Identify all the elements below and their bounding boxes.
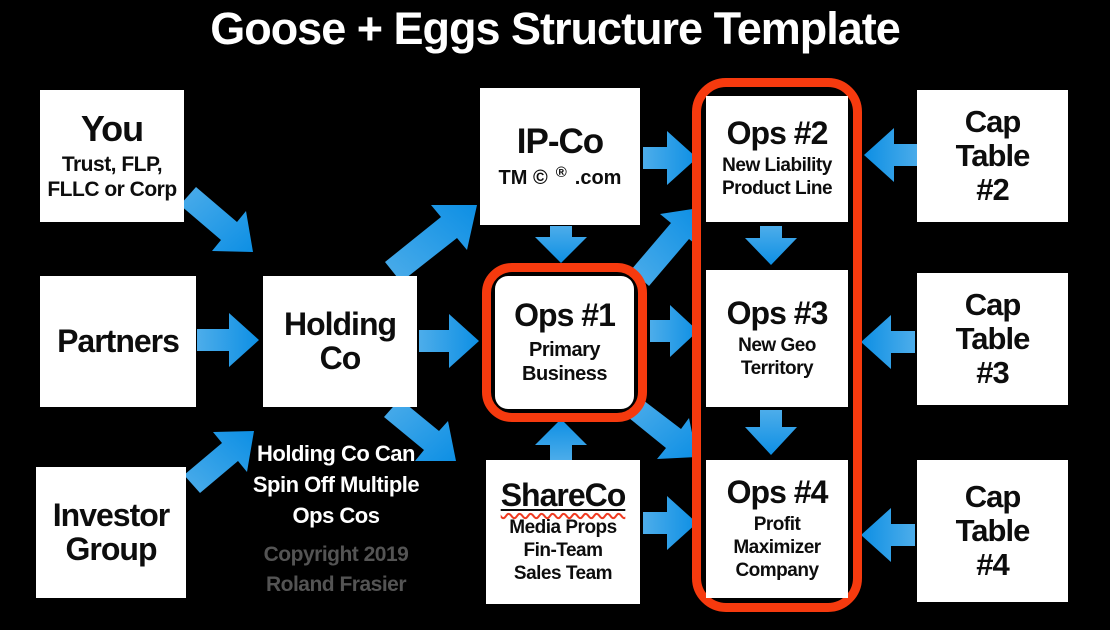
node-ip-co: IP-Co TM © ® .com (480, 88, 640, 225)
arrow-partners-to-holding-co (197, 313, 259, 367)
copyright-notice: Copyright 2019 Roland Frasier (263, 543, 409, 596)
node-cap-table-3: Cap Table #3 (917, 273, 1068, 405)
node-cap-table-2: Cap Table #2 (917, 90, 1068, 222)
arrow-ops2-to-ops3 (745, 226, 797, 265)
node-partners: Partners (40, 276, 196, 407)
node-holding-co: Holding Co (263, 276, 417, 407)
node-investor-group: Investor Group (36, 467, 186, 598)
arrow-you-to-holding-co (180, 187, 253, 252)
node-ip-co-trademark-line: TM © ® .com (498, 164, 622, 190)
node-ops-3-title: Ops #3 (726, 294, 829, 331)
node-ip-co-title: IP-Co (516, 121, 604, 161)
node-ops-1-title: Ops #1 (514, 297, 616, 334)
page-title: Goose + Eggs Structure Template (210, 3, 901, 54)
node-investor-group-title: Investor Group (52, 497, 170, 567)
ops-column-highlight-outline (692, 78, 862, 612)
node-ops-2-title: Ops #2 (726, 115, 829, 152)
node-share-co: ShareCo Media Props Fin-Team Sales Team (486, 460, 640, 604)
arrow-ip-co-to-ops2 (643, 131, 697, 185)
node-you: You Trust, FLP, FLLC or Corp (40, 90, 184, 222)
arrow-ops3-to-ops4 (745, 410, 797, 455)
arrow-ops1-to-ops3 (650, 305, 698, 357)
node-partners-title: Partners (57, 322, 180, 359)
arrow-holding-co-to-shareco (384, 399, 456, 461)
node-ops-2-subtitle: New Liability Product Line (721, 155, 833, 200)
node-ops-4: Ops #4 Profit Maximizer Company (706, 460, 848, 598)
node-cap-table-4: Cap Table #4 (917, 460, 1068, 602)
arrow-holding-co-to-ip-co (385, 205, 477, 282)
arrow-ip-co-to-ops1 (535, 226, 587, 263)
node-ops-1: Ops #1 Primary Business (495, 276, 634, 409)
node-cap-table-2-title: Cap Table #2 (955, 103, 1031, 208)
arrow-investor-group-to-holding-co (184, 431, 254, 493)
arrow-shareco-to-ops4 (643, 496, 697, 550)
node-ops-2: Ops #2 New Liability Product Line (706, 96, 848, 222)
node-ops-3-subtitle: New Geo Territory (738, 334, 816, 379)
arrow-ops1-to-ops2 (631, 208, 700, 286)
node-share-co-title: ShareCo (500, 476, 627, 513)
arrow-ops1-to-ops4 (629, 400, 697, 459)
registered-mark: ® (555, 164, 567, 182)
arrow-holding-co-to-ops1 (419, 314, 479, 368)
spin-off-caption: Holding Co Can Spin Off Multiple Ops Cos (252, 441, 420, 528)
node-ops-4-subtitle: Profit Maximizer Company (733, 513, 821, 581)
node-ops-1-subtitle: Primary Business (522, 338, 607, 385)
node-ops-3: Ops #3 New Geo Territory (706, 270, 848, 407)
node-cap-table-4-title: Cap Table #4 (955, 478, 1031, 583)
node-ops-4-title: Ops #4 (726, 473, 829, 510)
arrow-cap-table-3-to-ops3 (861, 315, 915, 369)
ops1-highlight-outline: Ops #1 Primary Business (482, 263, 647, 422)
node-holding-co-title: Holding Co (283, 306, 397, 376)
arrow-cap-table-4-to-ops4 (861, 508, 915, 562)
arrow-cap-table-2-to-ops2 (864, 128, 920, 182)
node-you-subtitle: Trust, FLP, FLLC or Corp (47, 153, 177, 202)
node-you-title: You (80, 107, 144, 149)
arrow-shareco-to-ops1 (535, 419, 587, 461)
node-share-co-subtitle: Media Props Fin-Team Sales Team (509, 516, 617, 584)
node-cap-table-3-title: Cap Table #3 (955, 286, 1031, 391)
